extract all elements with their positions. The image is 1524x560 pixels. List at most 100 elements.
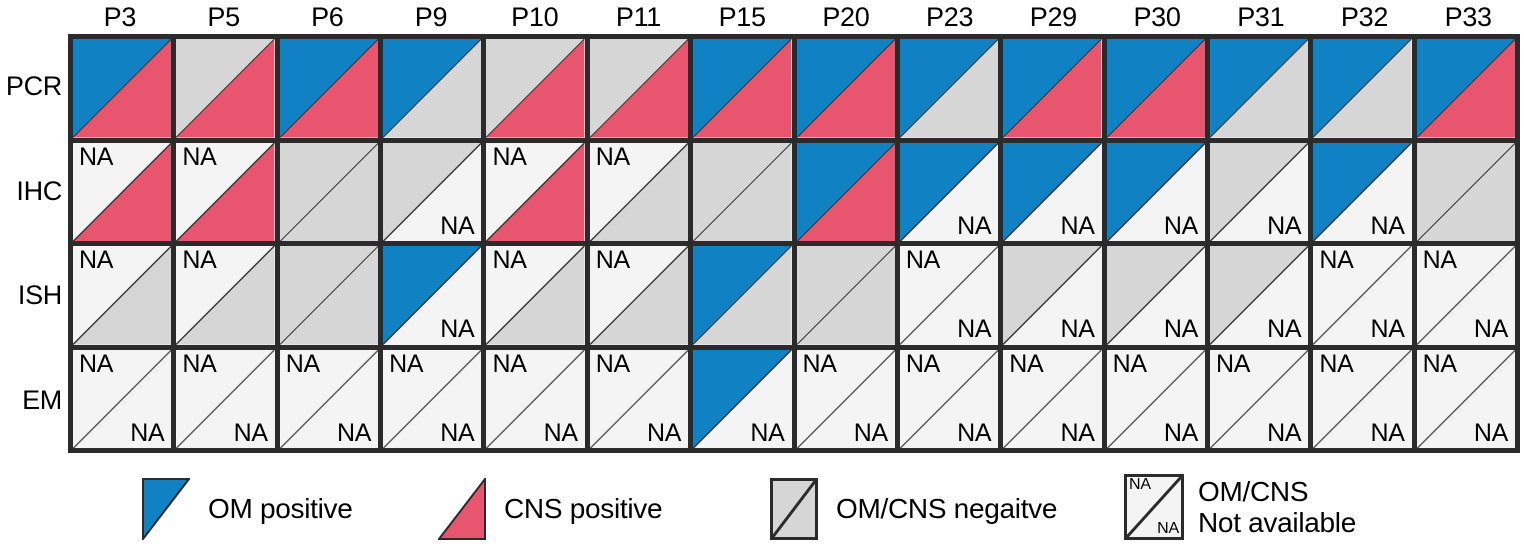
legend-label-om-positive: OM positive (208, 493, 353, 524)
cell-pcr-p29[interactable] (1003, 39, 1102, 138)
cell-ihc-p33[interactable] (1416, 142, 1516, 241)
cell-em-p15[interactable]: NA (693, 349, 792, 448)
cell-ihc-p30[interactable]: NA (1106, 142, 1205, 241)
legend-label-not-available-line1: OM/CNS (1198, 475, 1309, 507)
cell-diagonal (1313, 39, 1411, 138)
cell-diagonal (900, 350, 998, 449)
cell-diagonal (1313, 246, 1411, 345)
cell-diagonal (486, 39, 584, 138)
cell-ish-p11[interactable]: NA (589, 246, 689, 345)
cell-pcr-p32[interactable] (1313, 39, 1412, 138)
column-header-p23: P23 (926, 1, 974, 32)
cell-diagonal (1210, 39, 1308, 138)
row-label-ihc: IHC (16, 175, 62, 206)
na-label-cns: NA (1163, 211, 1198, 240)
cell-ish-p6[interactable] (279, 246, 379, 345)
cell-ihc-p20[interactable] (796, 142, 895, 241)
cell-diagonal (590, 143, 688, 242)
cell-ihc-p6[interactable] (279, 142, 379, 242)
na-label-cns: NA (1060, 418, 1095, 447)
cell-pcr-p9[interactable] (383, 39, 482, 138)
cell-ihc-p23[interactable]: NA (899, 142, 999, 241)
cell-diagonal (1417, 246, 1515, 345)
cell-diagonal (176, 350, 274, 449)
column-header-p3: P3 (103, 1, 137, 32)
row-label-ish: ISH (17, 280, 62, 311)
cell-diagonal (486, 350, 584, 449)
cell-ish-p31[interactable]: NA (1209, 246, 1309, 345)
column-header-p20: P20 (822, 1, 870, 32)
cell-diagonal (383, 350, 481, 449)
cell-ihc-p5[interactable]: NA (176, 142, 275, 241)
legend-label-cns-positive: CNS positive (504, 493, 663, 524)
cell-ish-p30[interactable]: NA (1106, 246, 1205, 345)
cell-diagonal (1210, 350, 1308, 449)
cell-ihc-p32[interactable]: NA (1313, 142, 1412, 241)
cell-ish-p9[interactable]: NA (383, 246, 482, 345)
na-label-cns: NA (1370, 315, 1405, 343)
cell-ihc-p15[interactable] (693, 142, 792, 241)
cell-ihc-p9[interactable]: NA (383, 142, 482, 241)
cell-diagonal (797, 246, 895, 345)
cell-ihc-p11[interactable]: NA (589, 142, 689, 242)
legend: OM positive CNS positive OM/CNS negaitve (0, 470, 1524, 560)
cell-pcr-p30[interactable] (1106, 39, 1205, 138)
na-swatch-label-bottom: NA (1157, 520, 1179, 537)
cell-ish-p29[interactable]: NA (1003, 246, 1102, 345)
cell-diagonal (383, 246, 481, 345)
cell-pcr-p33[interactable] (1416, 39, 1516, 138)
cell-ihc-p31[interactable]: NA (1209, 142, 1309, 241)
cell-ish-p15[interactable] (693, 246, 792, 345)
cell-diagonal (797, 39, 895, 138)
cell-ihc-p3[interactable]: NA (73, 142, 172, 241)
cell-pcr-p11[interactable] (589, 39, 689, 138)
cell-pcr-p15[interactable] (693, 39, 792, 138)
na-label-om: NA (492, 349, 527, 378)
cell-pcr-p5[interactable] (176, 39, 275, 138)
cell-diagonal (590, 246, 688, 345)
cell-diagonal (280, 143, 378, 242)
cell-pcr-p23[interactable] (899, 39, 999, 138)
na-label-om: NA (595, 142, 630, 171)
na-label-cns: NA (957, 315, 992, 343)
column-header-p33: P33 (1444, 1, 1492, 32)
row-label-pcr: PCR (5, 70, 62, 101)
cell-diagonal (1107, 39, 1205, 138)
cell-diagonal (1003, 350, 1101, 449)
cell-ish-p10[interactable]: NA (486, 246, 585, 345)
cell-pcr-p31[interactable] (1209, 39, 1309, 138)
cell-ish-p5[interactable]: NA (176, 246, 275, 345)
cell-ish-p20[interactable] (796, 246, 895, 345)
cell-ish-p3[interactable]: NA (73, 246, 172, 345)
cell-pcr-p10[interactable] (486, 39, 585, 138)
cell-pcr-p3[interactable] (73, 39, 172, 138)
column-header-p5: P5 (207, 1, 240, 32)
na-label-cns: NA (233, 418, 268, 447)
negative-square-icon (770, 478, 818, 540)
na-label-cns: NA (1473, 418, 1509, 447)
cell-ihc-p10[interactable]: NA (486, 142, 585, 241)
cell-pcr-p20[interactable] (796, 39, 895, 138)
cell-diagonal (1417, 350, 1515, 449)
cell-pcr-p6[interactable] (279, 39, 379, 138)
cell-ihc-p29[interactable]: NA (1003, 142, 1102, 241)
